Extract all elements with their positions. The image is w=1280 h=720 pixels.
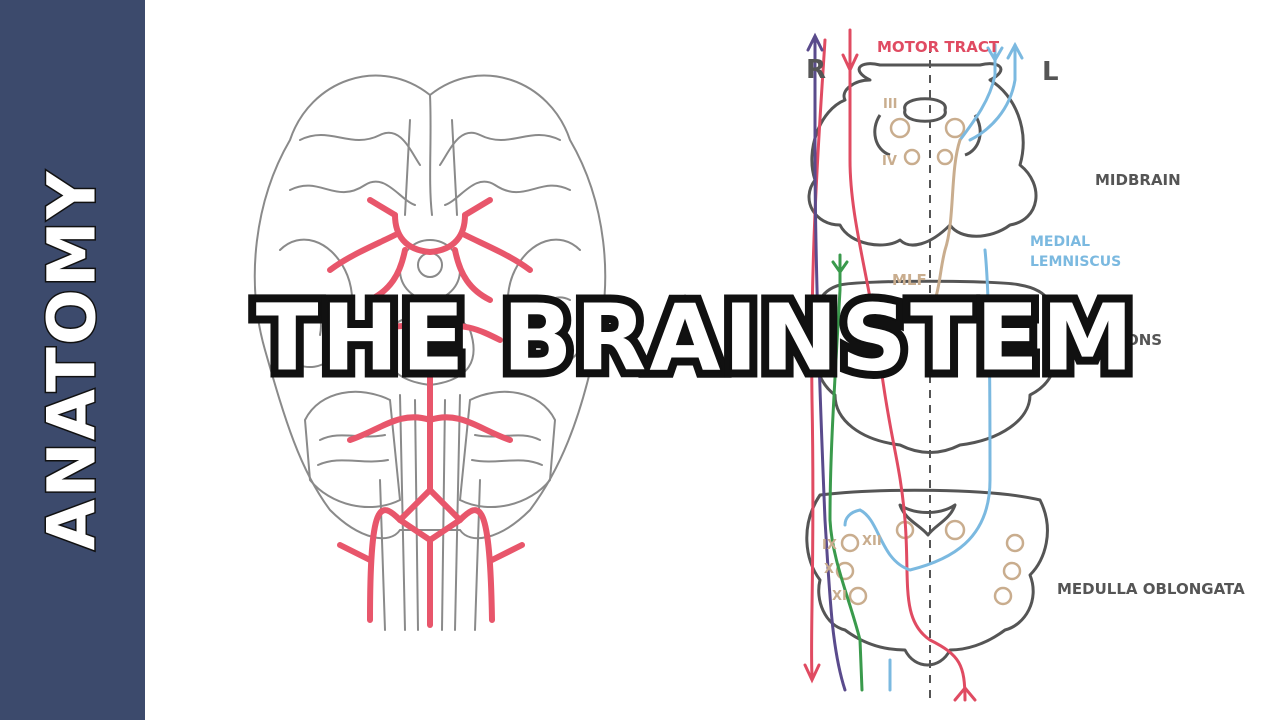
nuclei [835,117,1025,606]
green-tract [828,253,864,692]
pons-section [813,279,1058,454]
medial-lemniscus-label-2: LEMNISCUS [1030,254,1121,270]
cn-ix-label: IX [822,538,837,553]
arteries [327,197,533,628]
sidebar-banner: ANATOMY [0,0,145,720]
purple-tract [813,38,847,692]
cn-xi-label: XI [832,589,847,604]
medulla-label: MEDULLA OBLONGATA [1057,580,1245,598]
midbrain-label: MIDBRAIN [1095,171,1181,189]
cn-x-label: X [824,562,834,577]
tracts [803,28,1024,702]
left-side-label: L [1042,57,1059,87]
mlf-tract [933,138,962,302]
pons-label: PONS [1115,331,1162,349]
video-title: THE BRAINSTEM [248,277,1141,400]
motor-tract-label: MOTOR TRACT [877,38,1000,56]
mlf-label: MLF [892,271,927,289]
medial-lemniscus-label-1: MEDIAL [1030,234,1090,250]
motor-tract [848,28,967,702]
right-side-label: R [806,55,826,85]
cn-iii-label: III [883,97,898,112]
brain-inferior-view [253,74,607,631]
cn-xii-label: XII [862,534,882,549]
midbrain-section [807,62,1038,247]
medulla-section [805,488,1049,667]
cn-iv-label: IV [882,154,897,169]
medial-lemniscus [968,43,1017,142]
